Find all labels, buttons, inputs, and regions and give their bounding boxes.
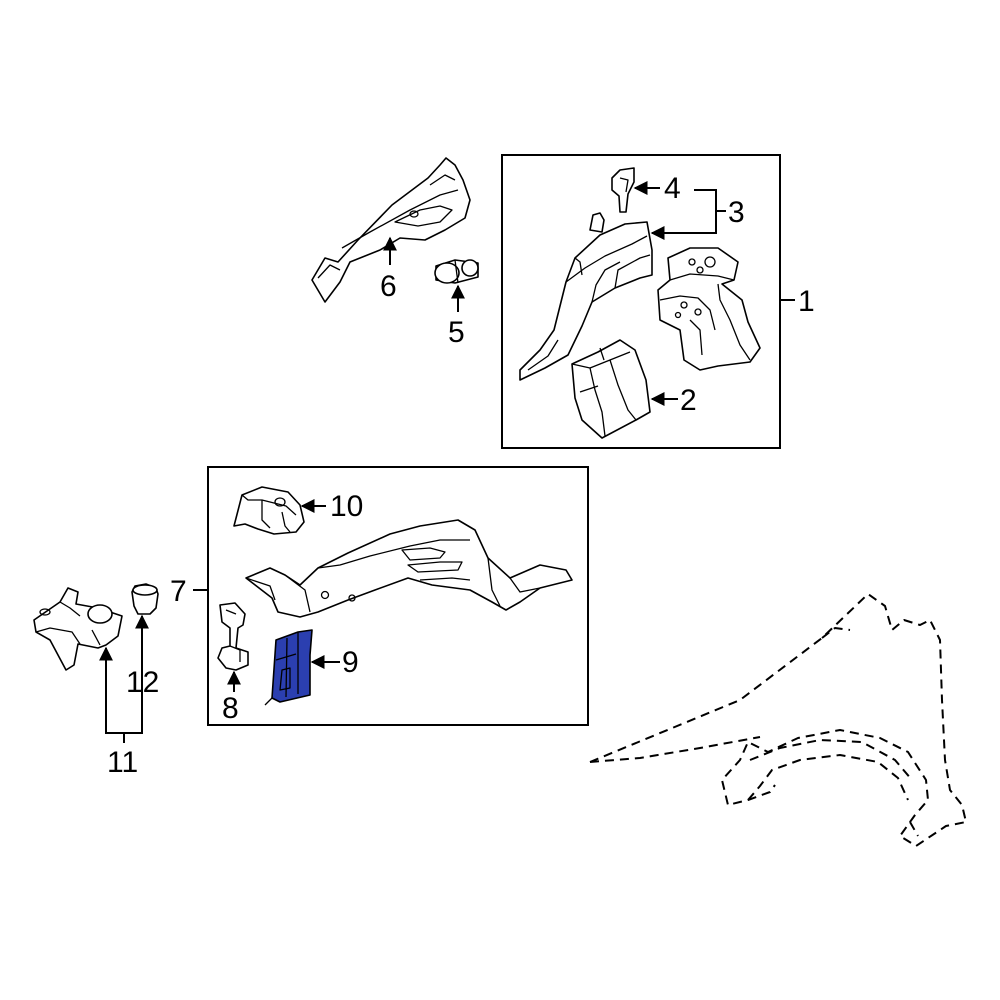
callout-11: 11 xyxy=(107,746,138,779)
callout-9: 9 xyxy=(342,646,359,679)
part-6-apron-reinforcement[interactable] xyxy=(311,157,471,303)
part-clip[interactable] xyxy=(589,212,605,233)
callout-12: 12 xyxy=(126,666,159,699)
callout-10: 10 xyxy=(330,490,363,523)
part-2-reinforcement[interactable] xyxy=(571,339,651,439)
part-10-bracket[interactable] xyxy=(233,486,305,535)
leaders xyxy=(99,181,795,743)
part-11-mount-bracket[interactable] xyxy=(33,587,123,671)
part-12-plug[interactable] xyxy=(131,583,159,615)
callout-6: 6 xyxy=(380,270,397,303)
part-8-bracket[interactable] xyxy=(217,602,249,671)
part-9-highlighted-plate[interactable] xyxy=(264,629,313,706)
callout-5: 5 xyxy=(448,316,465,349)
callout-8: 8 xyxy=(222,692,239,725)
group-box-1 xyxy=(501,154,781,449)
part-1-shock-tower[interactable] xyxy=(657,247,761,371)
fender-reference xyxy=(589,593,967,847)
callout-1: 1 xyxy=(798,285,815,318)
callout-3: 3 xyxy=(728,196,745,229)
callout-7: 7 xyxy=(170,575,187,608)
part-7-side-member-assembly[interactable] xyxy=(245,519,573,618)
part-5-bushing[interactable] xyxy=(434,259,479,284)
part-4-bracket[interactable] xyxy=(611,167,635,213)
part-3-side-member[interactable] xyxy=(519,221,653,381)
callout-2: 2 xyxy=(680,384,697,417)
callout-4: 4 xyxy=(664,172,681,205)
group-box-7 xyxy=(207,466,589,726)
